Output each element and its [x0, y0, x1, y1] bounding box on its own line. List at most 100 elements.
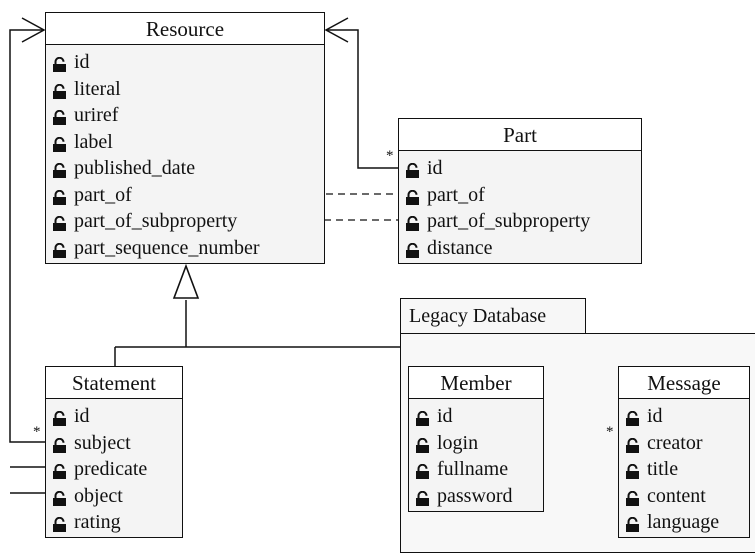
attribute-row: content	[625, 483, 749, 510]
attribute-name: uriref	[74, 104, 119, 126]
attribute-row: id	[415, 403, 543, 430]
message-member-multiplicity: *	[606, 424, 614, 440]
attribute-name: title	[647, 458, 679, 480]
lock-icon	[52, 134, 67, 152]
lock-icon	[415, 408, 430, 427]
part-class-title: Part	[399, 119, 641, 151]
attribute-name: object	[74, 484, 123, 507]
lock-icon	[52, 514, 67, 533]
lock-icon	[415, 488, 430, 506]
attribute-row: id	[52, 403, 182, 430]
attribute-name: distance	[427, 236, 493, 259]
attribute-row: published_date	[52, 155, 324, 182]
statement-resource-association	[9, 29, 47, 443]
lock-icon	[415, 461, 430, 480]
attribute-row: literal	[52, 76, 324, 103]
attribute-name: part_of_subproperty	[74, 210, 238, 232]
attribute-name: fullname	[437, 458, 509, 480]
member-class: Member id login fullname password	[408, 366, 544, 512]
attribute-row: language	[625, 509, 749, 536]
attribute-name: part_of_subproperty	[427, 210, 591, 232]
attribute-name: part_of	[427, 183, 485, 206]
lock-icon	[625, 488, 640, 506]
attribute-row: title	[625, 456, 749, 483]
attribute-name: creator	[647, 431, 703, 454]
attribute-row: fullname	[415, 456, 543, 483]
attribute-name: id	[647, 405, 663, 427]
lock-icon	[405, 187, 420, 205]
attribute-name: part_of	[74, 183, 132, 206]
attribute-name: id	[437, 405, 453, 427]
lock-icon	[52, 488, 67, 506]
lock-icon	[415, 435, 430, 453]
lock-icon	[405, 240, 420, 258]
attribute-name: password	[437, 484, 513, 507]
attribute-name: part_sequence_number	[74, 236, 260, 259]
attribute-name: literal	[74, 77, 121, 100]
statement-class: Statement id subject predicate object rating	[45, 366, 183, 538]
attribute-row: predicate	[52, 456, 182, 483]
attribute-name: published_date	[74, 157, 196, 179]
attribute-name: content	[647, 484, 706, 507]
attribute-row: part_of	[405, 182, 641, 209]
part-resource-arrowhead	[324, 17, 349, 43]
lock-icon	[625, 408, 640, 427]
attribute-row: part_of_subproperty	[52, 208, 324, 235]
attribute-name: id	[74, 51, 90, 73]
lock-icon	[625, 461, 640, 480]
lock-icon	[625, 435, 640, 453]
attribute-row: uriref	[52, 102, 324, 129]
lock-icon	[52, 54, 67, 73]
lock-icon	[52, 461, 67, 480]
lock-icon	[52, 213, 67, 232]
attribute-row: rating	[52, 509, 182, 536]
attribute-row: password	[415, 483, 543, 510]
attribute-name: subject	[74, 431, 131, 454]
statement-class-title: Statement	[46, 367, 182, 399]
attribute-row: part_sequence_number	[52, 235, 324, 262]
attribute-name: login	[437, 431, 479, 454]
resource-class-title: Resource	[46, 13, 324, 45]
lock-icon	[625, 514, 640, 533]
resource-attributes: id literal uriref label published_date part_o…	[46, 45, 324, 261]
attribute-row: object	[52, 483, 182, 510]
message-class-title: Message	[619, 367, 749, 399]
attribute-name: id	[74, 405, 90, 427]
lock-icon	[52, 408, 67, 427]
message-class: Message id creator title content language	[618, 366, 750, 538]
attribute-name: id	[427, 157, 443, 179]
lock-icon	[52, 435, 67, 453]
member-class-title: Member	[409, 367, 543, 399]
message-attributes: id creator title content language	[619, 399, 749, 536]
attribute-row: login	[415, 430, 543, 457]
attribute-row: distance	[405, 235, 641, 262]
member-attributes: id login fullname password	[409, 399, 543, 509]
attribute-row: id	[52, 49, 324, 76]
lock-icon	[405, 213, 420, 232]
attribute-row: subject	[52, 430, 182, 457]
statement-resource-multiplicity: *	[33, 424, 41, 440]
attribute-row: creator	[625, 430, 749, 457]
attribute-row: part_of	[52, 182, 324, 209]
attribute-name: predicate	[74, 458, 148, 480]
statement-attributes: id subject predicate object rating	[46, 399, 182, 536]
attribute-row: part_of_subproperty	[405, 208, 641, 235]
part-resource-association	[326, 29, 400, 169]
attribute-name: rating	[74, 511, 121, 533]
part-attributes: id part_of part_of_subproperty distance	[399, 151, 641, 261]
generalization-triangle	[172, 263, 200, 299]
lock-icon	[52, 107, 67, 126]
attribute-row: id	[405, 155, 641, 182]
attribute-row: label	[52, 129, 324, 156]
legacy-database-package-tab: Legacy Database	[400, 298, 586, 334]
part-resource-multiplicity: *	[386, 148, 394, 164]
lock-icon	[52, 81, 67, 99]
attribute-name: language	[647, 511, 720, 533]
attribute-name: label	[74, 130, 113, 153]
lock-icon	[52, 160, 67, 179]
lock-icon	[52, 240, 67, 258]
attribute-row: id	[625, 403, 749, 430]
lock-icon	[405, 160, 420, 179]
